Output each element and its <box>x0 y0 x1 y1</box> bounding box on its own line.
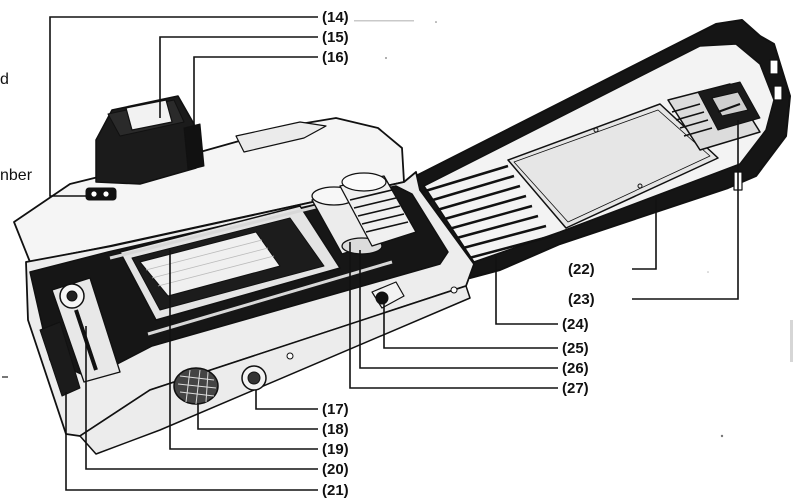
scan-speckle <box>2 20 793 438</box>
callout-23: (23) <box>568 291 595 308</box>
leader-15 <box>159 36 318 118</box>
callout-17: (17) <box>322 401 349 418</box>
back-door <box>403 19 791 279</box>
leader-lines <box>49 16 739 491</box>
leader-17 <box>255 390 318 410</box>
leader-25 <box>383 302 558 349</box>
leader-21 <box>65 392 318 491</box>
callout-26: (26) <box>562 360 589 377</box>
leader-18 <box>197 404 318 430</box>
callout-19: (19) <box>322 441 349 458</box>
callout-16: (16) <box>322 49 349 66</box>
callout-18: (18) <box>322 421 349 438</box>
leader-19 <box>169 250 318 450</box>
callout-15: (15) <box>322 29 349 46</box>
leader-27 <box>349 242 558 389</box>
leader-14 <box>49 16 318 197</box>
leader-20 <box>85 326 318 470</box>
leader-16 <box>193 56 318 130</box>
callout-22: (22) <box>568 261 595 278</box>
callout-25: (25) <box>562 340 589 357</box>
leader-22 <box>632 198 657 270</box>
callout-27: (27) <box>562 380 589 397</box>
callout-20: (20) <box>322 461 349 478</box>
camera-body <box>13 95 475 455</box>
callout-24: (24) <box>562 316 589 333</box>
leader-23 <box>632 120 739 300</box>
leader-26 <box>359 250 558 369</box>
leader-24 <box>495 256 558 325</box>
callout-14: (14) <box>322 9 349 26</box>
callout-labels: (14) (15) (16) (17) (18) (19) (20) (21) … <box>322 9 595 499</box>
edge-fragment-lower: nber <box>0 167 33 184</box>
callout-21: (21) <box>322 482 349 499</box>
edge-fragment-upper: d <box>0 71 9 88</box>
